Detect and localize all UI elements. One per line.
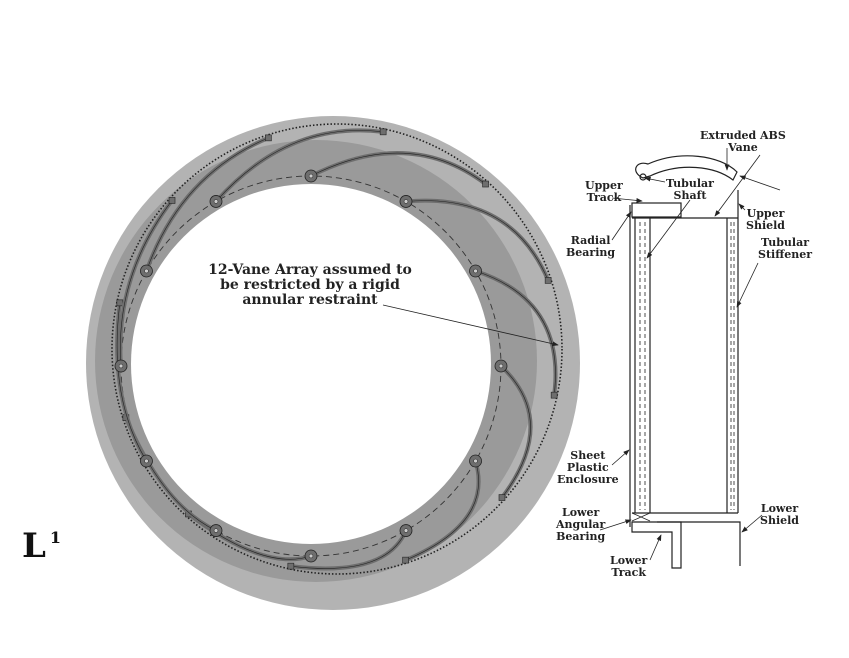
vane — [469, 264, 558, 399]
rigid-annular-restraint — [111, 123, 563, 575]
vane — [304, 151, 489, 188]
vane-tip — [287, 562, 295, 570]
figure-letter: L — [22, 526, 46, 566]
annotation-leader — [382, 304, 559, 347]
vane — [402, 454, 482, 564]
vane-tip — [402, 556, 409, 564]
vane-tip — [265, 134, 272, 142]
vane-tip — [498, 494, 506, 501]
vane-tip — [379, 128, 387, 136]
extruded-vane — [635, 155, 738, 181]
vane-tip — [116, 299, 124, 307]
inner-opening — [131, 184, 491, 544]
vane — [494, 359, 533, 501]
vane — [115, 299, 153, 468]
annotation-line: be restricted by a rigid — [220, 277, 400, 293]
annotation-line: annular restraint — [242, 292, 378, 308]
vane — [287, 524, 413, 571]
vane-tip — [544, 277, 552, 284]
vane-tip — [550, 391, 558, 399]
vane — [114, 197, 176, 373]
upper-track — [631, 202, 682, 218]
restraint-annotation: 12-Vane Array assumed to be restricted b… — [190, 263, 430, 308]
vane-tip — [168, 197, 176, 204]
vane-tip — [482, 180, 489, 188]
lower-shield — [657, 521, 741, 566]
vane-array — [114, 128, 558, 571]
lower-angular-bearing — [631, 512, 651, 522]
figure-superscript: 1 — [49, 528, 62, 547]
vane-cross-section — [599, 148, 781, 569]
annular-ring — [86, 116, 580, 610]
vane — [209, 128, 387, 208]
annotation-line: 12-Vane Array assumed to — [208, 262, 412, 278]
vane — [399, 195, 552, 284]
vane — [140, 134, 272, 278]
